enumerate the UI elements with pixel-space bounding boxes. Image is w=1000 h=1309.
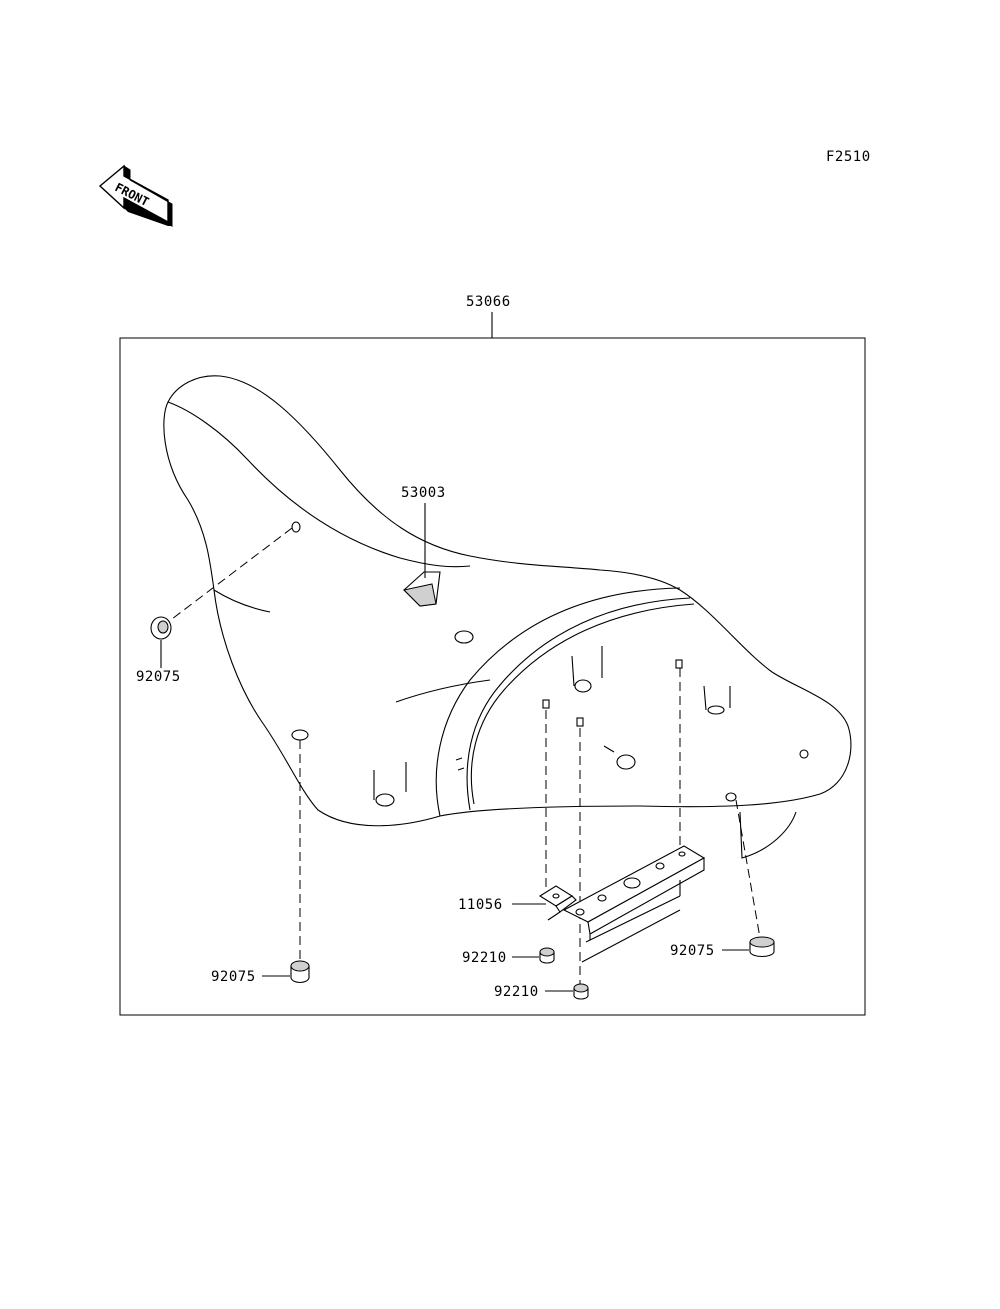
assembly-frame [119,337,866,1016]
nut-upper [539,947,555,964]
bracket [538,845,706,963]
part-label-damper-bottom-left: 92075 [211,969,256,985]
part-label-assembly: 53066 [466,294,511,310]
damper-right [749,936,775,958]
seat-body [163,375,852,859]
damper-bottom-left [290,960,310,984]
front-arrow-icon: FRONT [98,164,173,228]
part-label-bracket: 11056 [458,897,503,913]
part-label-seat-cover: 53003 [401,485,446,501]
nut-lower [573,983,589,1000]
damper-left [150,616,172,640]
part-label-damper-left: 92075 [136,669,181,685]
part-label-nut-lower: 92210 [494,984,539,1000]
part-label-nut-upper: 92210 [462,950,507,966]
figure-code: F2510 [826,149,871,165]
part-label-damper-right: 92075 [670,943,715,959]
